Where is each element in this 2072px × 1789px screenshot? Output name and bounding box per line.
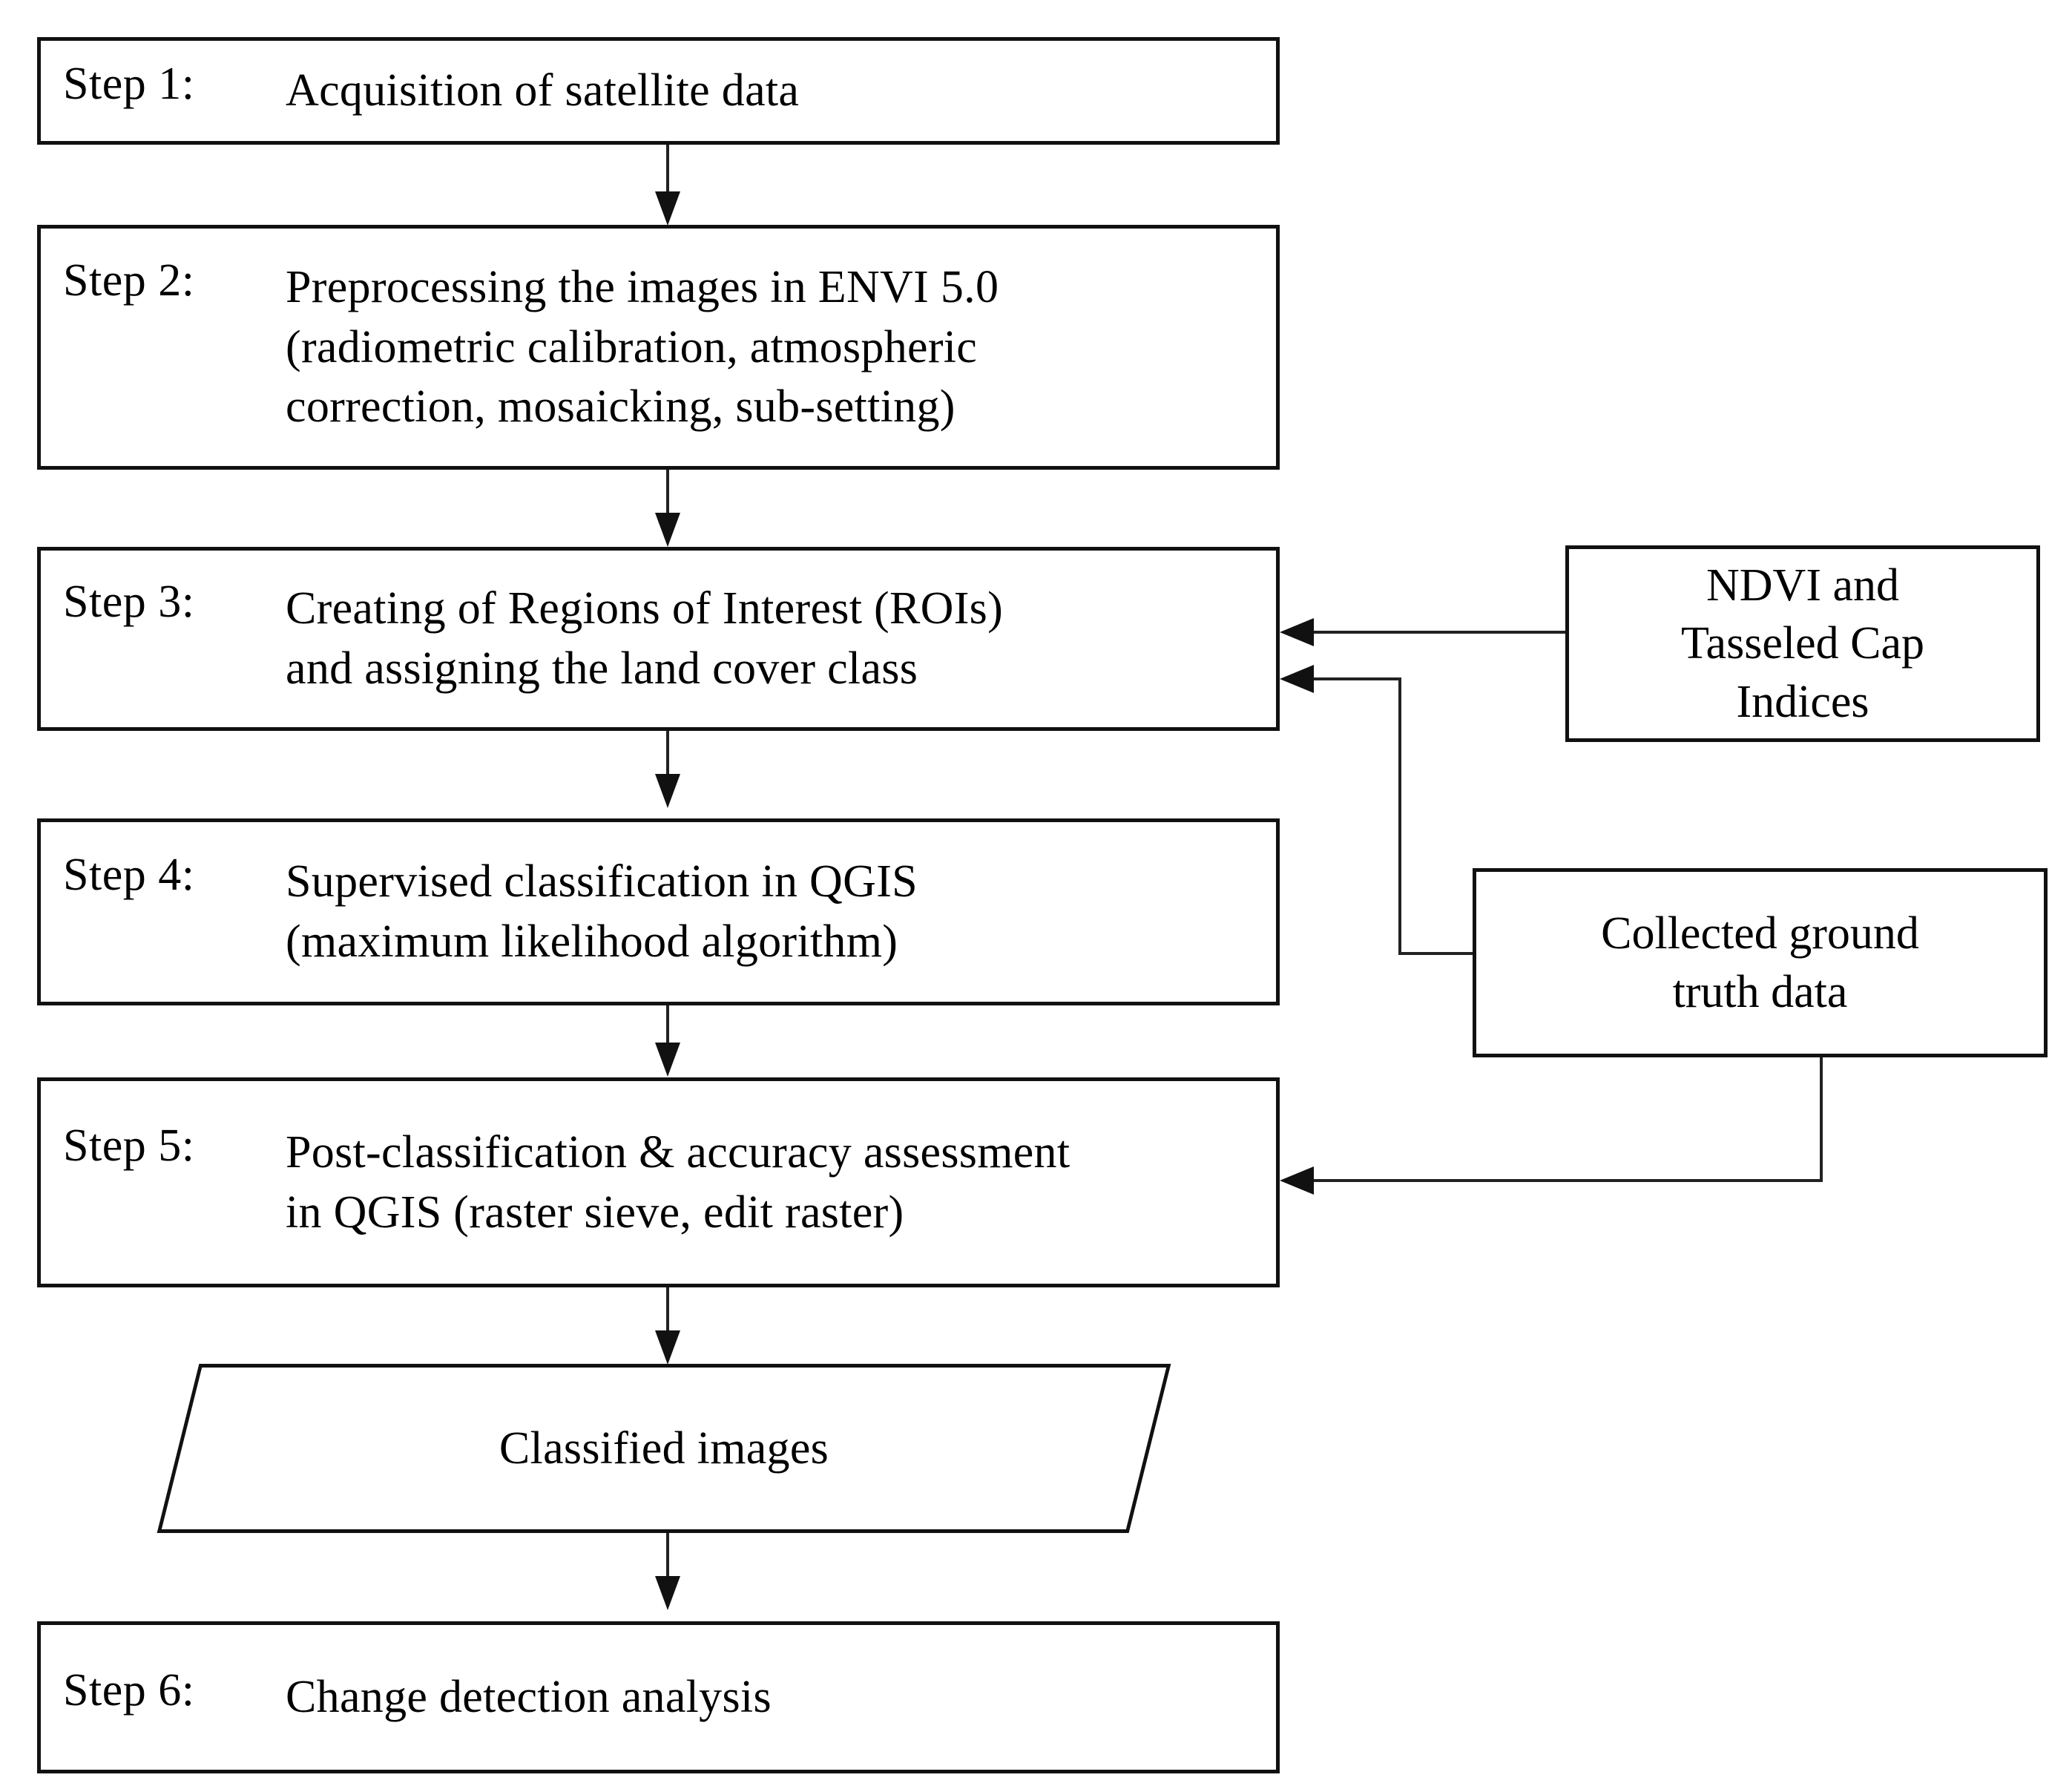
connector-groundtruth-step5-segment-h (1312, 1179, 1823, 1182)
connector-groundtruth-step5-arrowhead (1280, 1166, 1314, 1195)
step-3-label: Step 3: (63, 577, 195, 628)
classified-images-node[interactable]: Classified images (157, 1364, 1171, 1533)
connector-step2-step3-arrowhead (655, 513, 680, 547)
step-6-text: Change detection analysis (286, 1672, 772, 1723)
ndvi-tasseled-cap-text: NDVI and Tasseled Cap Indices (1569, 557, 2036, 730)
step-4-content: Step 4: Supervised classification in QGI… (41, 852, 1276, 971)
step-2-text-line-3: correction, mosaicking, sub-setting) (286, 381, 956, 433)
ndvi-tasseled-cap-box[interactable]: NDVI and Tasseled Cap Indices (1565, 545, 2040, 742)
step-2-text-line-2: (radiometric calibration, atmospheric (286, 321, 978, 372)
connector-step4-step5-line (666, 1005, 669, 1044)
connector-groundtruth-step3-segment-h1 (1398, 952, 1473, 955)
connector-ndvi-step3-line (1312, 631, 1565, 634)
ground-truth-box[interactable]: Collected ground truth data (1473, 868, 2048, 1057)
ground-truth-text: Collected ground truth data (1476, 905, 2044, 1020)
connector-step5-output-line (666, 1287, 669, 1332)
step-5-box[interactable]: Step 5: Post-classification & accuracy a… (37, 1077, 1280, 1287)
step-4-label: Step 4: (63, 850, 195, 901)
step-6-content: Step 6: Change detection analysis (41, 1667, 1276, 1727)
classified-images-label: Classified images (499, 1422, 829, 1474)
ndvi-text-line-1: NDVI and (1706, 560, 1899, 611)
step-5-content: Step 5: Post-classification & accuracy a… (41, 1123, 1276, 1242)
step-2-content: Step 2: Preprocessing the images in ENVI… (41, 257, 1276, 437)
step-4-text: Supervised classification in QGIS (maxim… (286, 852, 1276, 971)
connector-groundtruth-step3-arrowhead (1280, 665, 1314, 693)
step-1-content: Step 1: Acquisition of satellite data (41, 61, 1276, 121)
connector-groundtruth-step5-segment-v (1820, 1057, 1823, 1182)
ground-truth-text-line-1: Collected ground (1601, 908, 1919, 959)
connector-step1-step2-line (666, 145, 669, 197)
step-4-text-line-1: Supervised classification in QGIS (286, 856, 918, 907)
connector-step2-step3-line (666, 470, 669, 514)
connector-ndvi-step3-arrowhead (1280, 618, 1314, 646)
ground-truth-text-line-2: truth data (1672, 966, 1848, 1017)
connector-output-step6-arrowhead (655, 1576, 680, 1610)
step-3-text-line-2: and assigning the land cover class (286, 643, 918, 694)
connector-step1-step2-arrowhead (655, 191, 680, 226)
step-5-text: Post-classification & accuracy assessmen… (286, 1123, 1276, 1242)
step-2-label: Step 2: (63, 255, 195, 306)
connector-output-step6-line (666, 1533, 669, 1579)
step-3-text: Creating of Regions of Interest (ROIs) a… (286, 579, 1276, 698)
step-5-text-line-2: in QGIS (raster sieve, edit raster) (286, 1186, 904, 1238)
step-1-box[interactable]: Step 1: Acquisition of satellite data (37, 37, 1280, 145)
step-1-label: Step 1: (63, 59, 195, 110)
step-3-text-line-1: Creating of Regions of Interest (ROIs) (286, 583, 1004, 634)
connector-step3-step4-line (666, 731, 669, 775)
step-2-text: Preprocessing the images in ENVI 5.0 (ra… (286, 257, 1276, 437)
step-6-label: Step 6: (63, 1665, 195, 1716)
connector-groundtruth-step3-segment-v (1398, 677, 1401, 955)
step-5-label: Step 5: (63, 1120, 195, 1171)
step-2-text-line-1: Preprocessing the images in ENVI 5.0 (286, 262, 999, 313)
step-3-content: Step 3: Creating of Regions of Interest … (41, 579, 1276, 698)
connector-groundtruth-step3-segment-h2 (1312, 677, 1401, 680)
step-4-box[interactable]: Step 4: Supervised classification in QGI… (37, 818, 1280, 1005)
connector-step5-output-arrowhead (655, 1330, 680, 1365)
step-5-text-line-1: Post-classification & accuracy assessmen… (286, 1126, 1070, 1178)
connector-step4-step5-arrowhead (655, 1043, 680, 1077)
step-1-text: Acquisition of satellite data (286, 65, 800, 116)
step-2-box[interactable]: Step 2: Preprocessing the images in ENVI… (37, 225, 1280, 470)
step-3-box[interactable]: Step 3: Creating of Regions of Interest … (37, 547, 1280, 731)
step-4-text-line-2: (maximum likelihood algorithm) (286, 916, 898, 967)
ndvi-text-line-2: Tasseled Cap (1681, 618, 1924, 669)
connector-step3-step4-arrowhead (655, 774, 680, 808)
ndvi-text-line-3: Indices (1736, 676, 1869, 727)
step-6-box[interactable]: Step 6: Change detection analysis (37, 1621, 1280, 1773)
